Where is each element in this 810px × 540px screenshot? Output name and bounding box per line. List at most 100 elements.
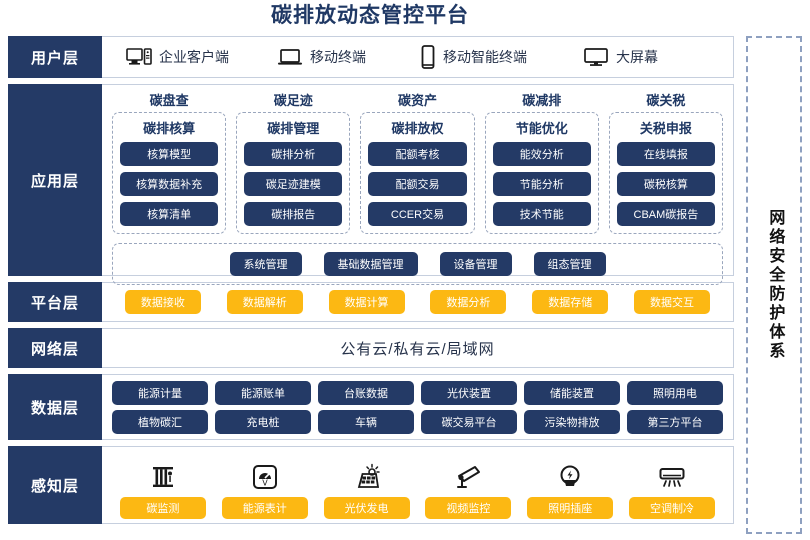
page-title: 碳排放动态管控平台: [271, 4, 469, 27]
app-pill[interactable]: 节能分析: [492, 172, 591, 196]
network-security-label: 网络安全防护体系: [766, 209, 784, 361]
app-pill[interactable]: 核算模型: [120, 142, 219, 166]
sense-badge: 空调制冷: [629, 497, 716, 519]
platform-badge[interactable]: 数据交互: [634, 290, 711, 314]
user-item-large-screen[interactable]: 大屏幕: [583, 47, 658, 67]
user-item-label: 移动终端: [310, 49, 366, 65]
app-pill[interactable]: 碳排报告: [244, 202, 343, 226]
layer-label-network: 网络层: [8, 328, 102, 368]
sense-item-carbon-monitoring[interactable]: 碳监测: [112, 461, 214, 519]
app-box-title: 碳排管理: [267, 121, 320, 136]
platform-badge[interactable]: 数据分析: [430, 290, 507, 314]
app-column-carbon-asset: 碳资产 碳排放权 配额考核 配额交易 CCER交易: [360, 89, 475, 234]
data-pill[interactable]: 碳交易平台: [421, 409, 517, 434]
smartphone-icon: [420, 45, 436, 69]
app-column-box: 碳排放权 配额考核 配额交易 CCER交易: [360, 112, 475, 234]
app-column-title: 碳关税: [646, 93, 686, 108]
application-bottom-box: 系统管理 基础数据管理 设备管理 组态管理: [112, 243, 723, 285]
data-pill[interactable]: 第三方平台: [627, 409, 723, 434]
user-item-enterprise-client[interactable]: 企业客户端: [126, 47, 229, 67]
data-pill[interactable]: 储能装置: [524, 380, 620, 405]
app-column-carbon-footprint: 碳足迹 碳排管理 碳排分析 碳足迹建模 碳排报告: [236, 89, 351, 234]
network-security-band: 网络安全防护体系: [746, 36, 802, 534]
data-pill[interactable]: 植物碳汇: [112, 409, 208, 434]
layer-label-application: 应用层: [8, 84, 102, 276]
app-column-box: 碳排管理 碳排分析 碳足迹建模 碳排报告: [236, 112, 351, 234]
desktop-tower-icon: [126, 47, 152, 67]
app-column-title: 碳减排: [522, 93, 562, 108]
data-pill[interactable]: 光伏装置: [421, 380, 517, 405]
app-bottom-pill[interactable]: 设备管理: [439, 252, 512, 276]
cctv-camera-icon: [453, 461, 483, 493]
sense-badge: 视频监控: [425, 497, 512, 519]
app-column-carbon-reduction: 碳减排 节能优化 能效分析 节能分析 技术节能: [484, 89, 599, 234]
sense-badge: 光伏发电: [323, 497, 410, 519]
sense-item-energy-meter[interactable]: V 能源表计: [214, 461, 316, 519]
sense-item-video-surveillance[interactable]: 视频监控: [417, 461, 519, 519]
app-column-carbon-tariff: 碳关税 关税申报 在线填报 碳税核算 CBAM碳报告: [608, 89, 724, 234]
layer-label-user: 用户层: [8, 36, 102, 78]
app-box-title: 关税申报: [639, 121, 692, 136]
user-item-mobile-terminal[interactable]: 移动终端: [277, 47, 366, 67]
app-pill[interactable]: 技术节能: [492, 202, 591, 226]
app-pill[interactable]: CCER交易: [368, 202, 467, 226]
app-pill[interactable]: 在线填报: [616, 142, 716, 166]
data-pill[interactable]: 污染物排放: [524, 409, 620, 434]
layer-body-network: 公有云/私有云/局域网: [102, 329, 733, 367]
platform-badge[interactable]: 数据计算: [328, 290, 405, 314]
app-pill[interactable]: 碳排分析: [244, 142, 343, 166]
data-pill[interactable]: 照明用电: [627, 380, 723, 405]
application-columns: 碳盘查 碳排核算 核算模型 核算数据补充 核算清单 碳足迹 碳排管理 碳排分析: [112, 89, 724, 234]
app-column-box: 关税申报 在线填报 碳税核算 CBAM碳报告: [608, 112, 724, 234]
app-column-title: 碳资产: [398, 93, 438, 108]
app-pill[interactable]: 碳税核算: [616, 172, 716, 196]
app-pill[interactable]: 碳足迹建模: [244, 172, 343, 196]
app-bottom-pill[interactable]: 基础数据管理: [323, 252, 418, 276]
layer-body-platform: 数据接收 数据解析 数据计算 数据分析 数据存储 数据交互: [102, 283, 733, 321]
sense-item-lighting-socket[interactable]: 照明插座: [519, 461, 621, 519]
app-pill[interactable]: 配额考核: [368, 142, 467, 166]
app-pill[interactable]: 核算数据补充: [120, 172, 219, 196]
user-item-label: 大屏幕: [616, 49, 658, 65]
data-pill[interactable]: 车辆: [318, 409, 414, 434]
layer-row-application: 应用层 碳盘查 碳排核算 核算模型 核算数据补充 核算清单 碳足迹: [8, 84, 734, 285]
layer-row-network: 网络层 公有云/私有云/局域网: [8, 328, 734, 368]
app-pill[interactable]: 能效分析: [492, 142, 591, 166]
user-item-label: 企业客户端: [159, 49, 229, 65]
data-pill[interactable]: 能源计量: [112, 380, 208, 405]
layer-row-platform: 平台层 数据接收 数据解析 数据计算 数据分析 数据存储 数据交互: [8, 282, 734, 322]
data-pill[interactable]: 台账数据: [318, 380, 414, 405]
sense-item-air-conditioning[interactable]: 空调制冷: [621, 461, 723, 519]
app-box-title: 碳排放权: [391, 121, 444, 136]
layer-stack: 用户层 企业客户端 移动终端: [8, 36, 734, 530]
sense-badge: 能源表计: [221, 497, 308, 519]
energy-meter-icon: V: [250, 461, 280, 493]
layer-label-data: 数据层: [8, 374, 102, 440]
sense-item-solar-power[interactable]: 光伏发电: [316, 461, 418, 519]
data-pill[interactable]: 充电桩: [215, 409, 311, 434]
app-column-carbon-inventory: 碳盘查 碳排核算 核算模型 核算数据补充 核算清单: [112, 89, 227, 234]
layer-label-platform: 平台层: [8, 282, 102, 322]
app-pill[interactable]: CBAM碳报告: [616, 202, 716, 226]
platform-badge[interactable]: 数据解析: [226, 290, 303, 314]
app-bottom-pill[interactable]: 系统管理: [229, 252, 302, 276]
layer-body-user: 企业客户端 移动终端 移动智能终端: [102, 37, 733, 77]
sense-badge: 照明插座: [527, 497, 614, 519]
layer-body-data: 能源计量 能源账单 台账数据 光伏装置 储能装置 照明用电 植物碳汇 充电桩 车…: [102, 375, 733, 439]
app-pill[interactable]: 配额交易: [368, 172, 467, 196]
app-column-title: 碳盘查: [149, 93, 189, 108]
solar-panel-icon: [352, 461, 382, 493]
app-box-title: 碳排核算: [143, 121, 196, 136]
platform-badge[interactable]: 数据接收: [124, 290, 201, 314]
app-bottom-pill[interactable]: 组态管理: [533, 252, 606, 276]
network-text: 公有云/私有云/局域网: [340, 340, 495, 358]
app-pill[interactable]: 核算清单: [120, 202, 219, 226]
user-item-label: 移动智能终端: [443, 49, 527, 65]
platform-badge[interactable]: 数据存储: [532, 290, 609, 314]
app-box-title: 节能优化: [515, 121, 568, 136]
layer-row-sense: 感知层 碳监测 V 能源表计: [8, 446, 734, 524]
user-item-smart-mobile-terminal[interactable]: 移动智能终端: [420, 45, 527, 69]
data-pill[interactable]: 能源账单: [215, 380, 311, 405]
lightbulb-icon: [555, 461, 585, 493]
